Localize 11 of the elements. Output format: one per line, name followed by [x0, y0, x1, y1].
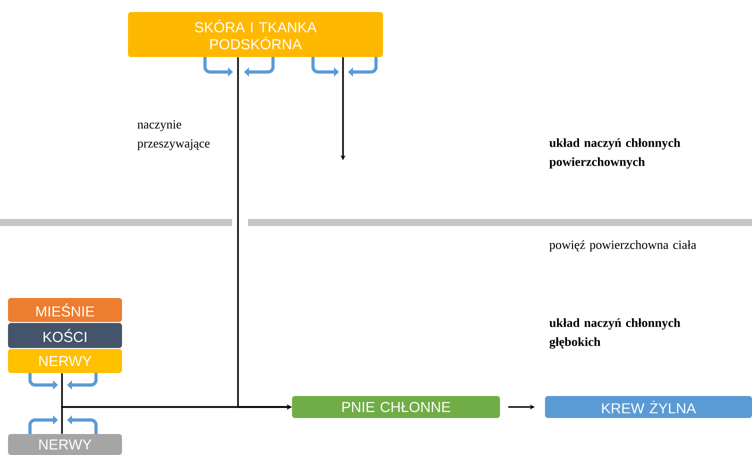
tissue-box: KREW ŻYLNA — [545, 396, 752, 418]
tissue-box: NERWY — [8, 434, 122, 455]
annotation-text: układ naczyń chłonnych powierzchownych — [549, 138, 680, 169]
tissue-box: KOŚCI — [8, 323, 122, 348]
tissue-box: NERWY — [8, 349, 122, 373]
tissue-box: MIEŚNIE — [8, 298, 122, 322]
tissue-box: PNIE CHŁONNE — [292, 396, 500, 418]
annotation-text: układ naczyń chłonnych głębokich — [549, 318, 680, 349]
tissue-box: SKÓRA I TKANKA PODSKÓRNA — [128, 12, 383, 57]
annotation-text: naczynie przeszywające — [137, 120, 210, 150]
annotation-text: powięź powierzchowna ciała — [549, 240, 696, 252]
